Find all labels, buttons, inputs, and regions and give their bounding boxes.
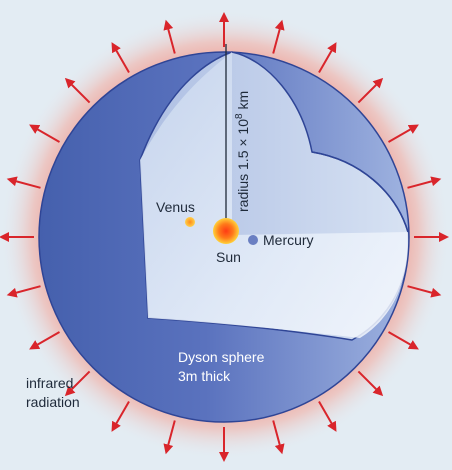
radius-label: radius 1.5 × 108 km bbox=[234, 91, 251, 212]
radiation-arrow bbox=[357, 77, 384, 104]
radiation-arrow bbox=[318, 401, 337, 432]
radiation-arrow bbox=[163, 19, 176, 54]
radiation-arrow bbox=[357, 370, 384, 397]
radiation-label-line2: radiation bbox=[26, 394, 80, 410]
cutaway-interior bbox=[140, 52, 409, 338]
radiation-arrow bbox=[64, 77, 91, 104]
radiation-arrow bbox=[407, 176, 442, 189]
venus-label: Venus bbox=[156, 199, 195, 215]
sphere-label-line2: 3m thick bbox=[178, 368, 231, 384]
radiation-arrow bbox=[6, 176, 41, 189]
mercury-icon bbox=[248, 235, 258, 245]
radiation-arrow bbox=[6, 285, 41, 298]
sphere-label-line1: Dyson sphere bbox=[178, 349, 265, 365]
sun-label: Sun bbox=[216, 249, 241, 265]
mercury-label: Mercury bbox=[263, 232, 314, 248]
radiation-arrow bbox=[64, 370, 91, 397]
radiation-arrow bbox=[111, 401, 130, 432]
radiation-arrow bbox=[388, 124, 419, 143]
radiation-arrows bbox=[0, 12, 449, 462]
radiation-arrow bbox=[163, 420, 176, 455]
radiation-arrow bbox=[29, 331, 60, 350]
venus-icon bbox=[185, 217, 195, 227]
radiation-arrow bbox=[388, 331, 419, 350]
radiation-arrow bbox=[318, 42, 337, 73]
radiation-arrow bbox=[29, 124, 60, 143]
shell-cut-edge bbox=[311, 151, 409, 233]
radiation-arrow bbox=[272, 19, 285, 54]
radiation-arrow bbox=[111, 42, 130, 73]
radiation-arrow bbox=[272, 420, 285, 455]
radiation-label-line1: infrared bbox=[26, 375, 73, 391]
sun-icon bbox=[213, 218, 239, 244]
radiation-arrow bbox=[407, 285, 442, 298]
